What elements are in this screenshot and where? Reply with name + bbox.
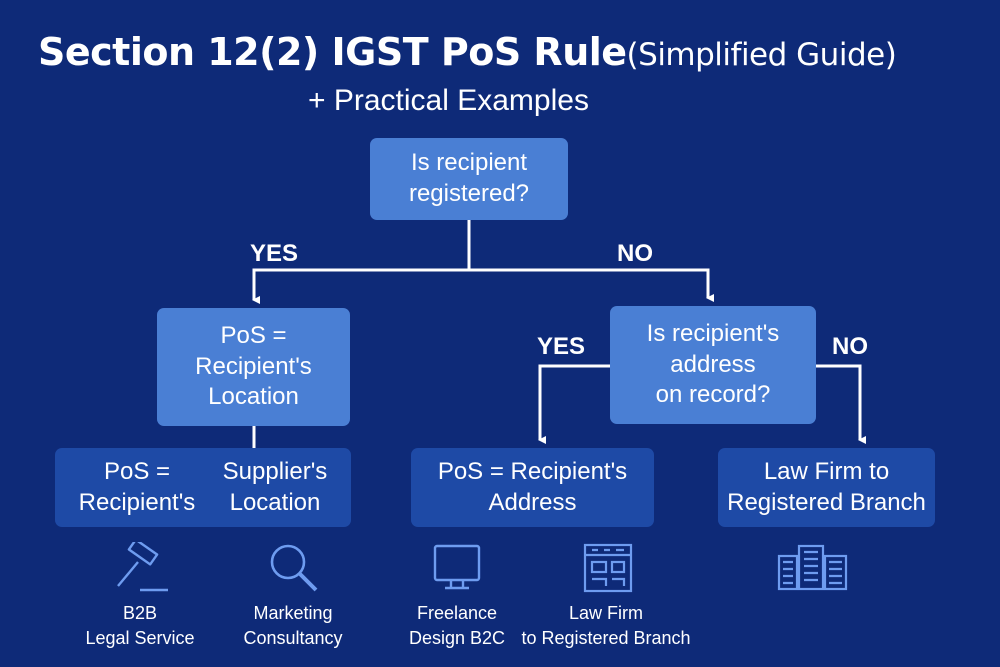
edge-label-yes: YES xyxy=(250,240,299,267)
monitor-icon xyxy=(433,544,481,590)
node-is-address-on-record: Is recipient's address on record? xyxy=(610,306,816,424)
edge-label-no: NO xyxy=(832,333,868,360)
connector-q2-yes xyxy=(538,364,610,444)
magnifier-icon xyxy=(270,544,318,592)
example-caption: Marketing Consultancy xyxy=(243,603,343,649)
connector-q1-yes xyxy=(252,268,469,304)
floor-plan-icon xyxy=(583,543,633,593)
split-right: Supplier's Location xyxy=(222,457,328,516)
page-subtitle: + Practical Examples xyxy=(308,84,589,117)
example-caption: Freelance Design B2C xyxy=(408,603,506,649)
edge-label-yes: YES xyxy=(537,333,586,360)
page-title: Section 12(2) IGST PoS Rule(Simplified G… xyxy=(38,30,897,74)
node-law-firm-branch: Law Firm to Registered Branch xyxy=(718,448,935,527)
split-left: PoS = Recipient's xyxy=(78,457,196,516)
buildings-icon xyxy=(777,544,848,591)
node-pos-recipient-location: PoS = Recipient's Location xyxy=(157,308,350,426)
example-caption: Law Firm to Registered Branch xyxy=(521,603,691,649)
gavel-icon xyxy=(117,542,168,592)
example-caption: B2B Legal Service xyxy=(85,603,195,649)
node-pos-split: PoS = Recipient's Supplier's Location xyxy=(55,448,351,527)
edge-label-no: NO xyxy=(617,240,653,267)
node-pos-recipient-address: PoS = Recipient's Address xyxy=(411,448,654,527)
node-is-recipient-registered: Is recipient registered? xyxy=(370,138,568,220)
connector-q1-no xyxy=(469,268,714,302)
title-paren: (Simplified Guide) xyxy=(626,37,897,73)
connector-q2-no xyxy=(816,364,866,444)
title-main: Section 12(2) IGST PoS Rule xyxy=(38,30,627,74)
